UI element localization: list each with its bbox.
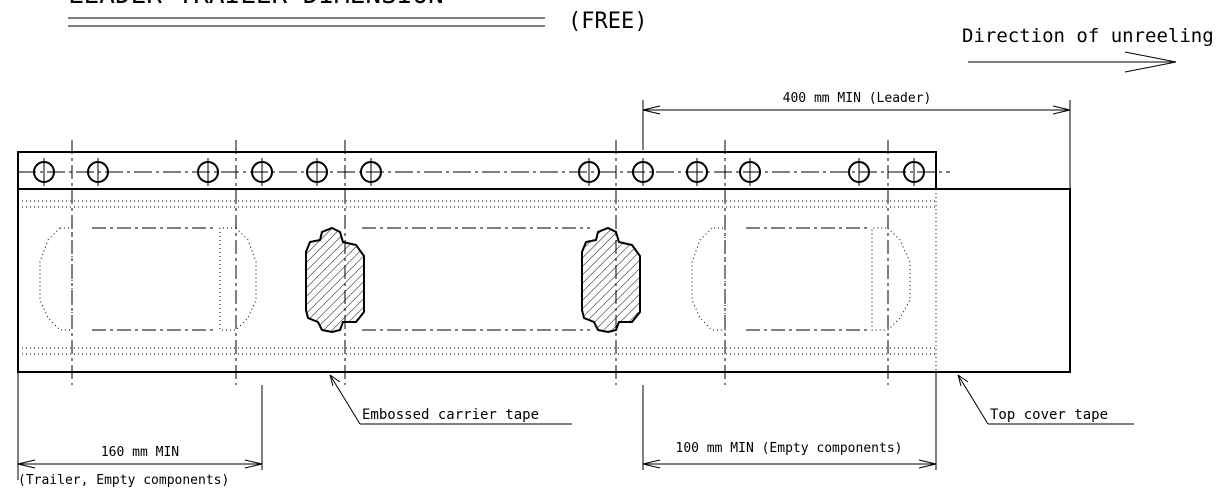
title-note: (FREE): [568, 9, 647, 34]
leader-dimension: [642, 100, 1071, 190]
top-cover-tape-outline: [18, 189, 937, 372]
direction-arrow-icon: [968, 51, 1177, 73]
component-body: [305, 226, 365, 334]
empty-pocket: [39, 227, 257, 331]
carrier-tape-body: [17, 188, 1071, 373]
trailer-dimension-label: 160 mm MIN: [101, 445, 179, 460]
trailer-dimension-sublabel: (Trailer, Empty components): [18, 473, 229, 488]
trailer-dimension: [17, 372, 263, 480]
sprocket-holes: [33, 158, 925, 186]
drawing-title: LEADER-TRAILER DIMENSION: [68, 0, 444, 10]
empty-components-dimension: [642, 372, 937, 470]
pocket-divider-lines: [71, 140, 889, 385]
direction-label: Direction of unreeling: [962, 25, 1214, 47]
cover-tape-leader-line: [957, 374, 1134, 425]
carrier-tape-callout: Embossed carrier tape: [362, 407, 539, 423]
middle-pocket-outline: [362, 227, 590, 331]
component-body: [581, 226, 641, 334]
cover-tape-callout: Top cover tape: [990, 407, 1108, 423]
carrier-tape-leader-line: [329, 374, 572, 425]
empty-components-dimension-label: 100 mm MIN (Empty components): [676, 441, 903, 456]
empty-pocket: [691, 227, 911, 331]
sprocket-hole-strip: [17, 151, 937, 190]
leader-dimension-label: 400 mm MIN (Leader): [783, 91, 932, 106]
